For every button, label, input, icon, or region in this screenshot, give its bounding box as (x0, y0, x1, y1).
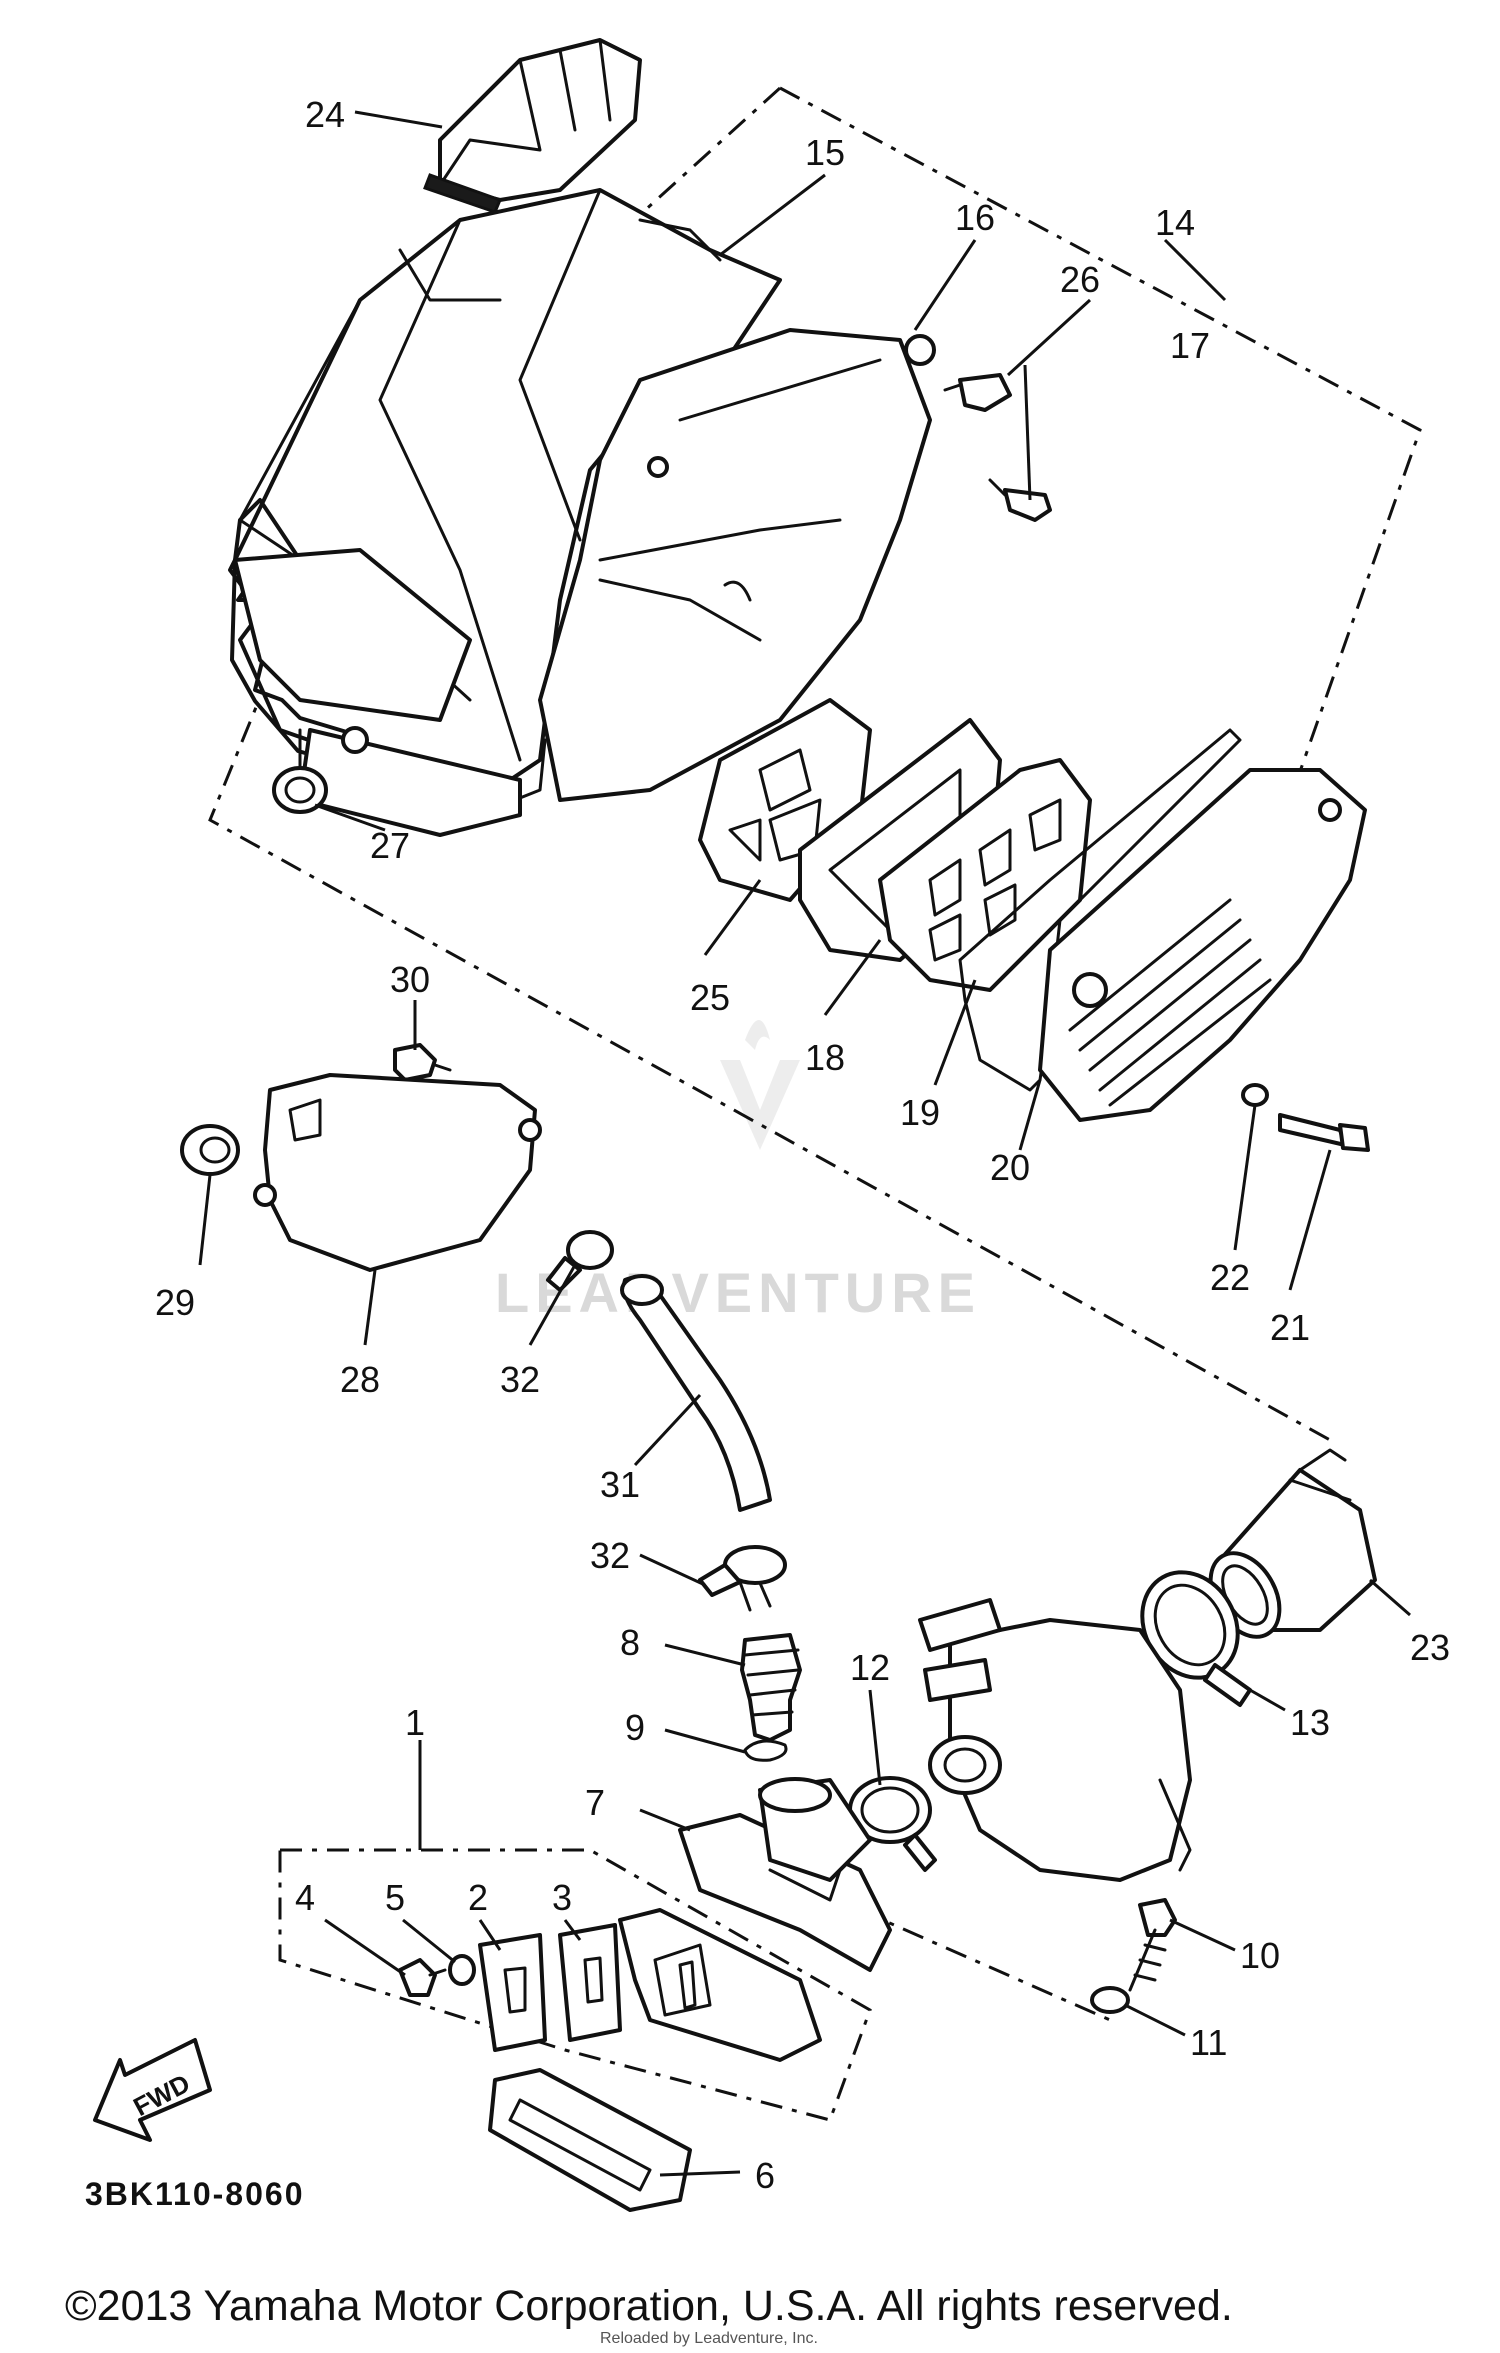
callout-31: 31 (600, 1464, 640, 1505)
part-9-clip (743, 1739, 788, 1762)
callout-23: 23 (1410, 1627, 1450, 1668)
watermark-logo (720, 1020, 800, 1150)
assembly-1-outline (278, 1848, 872, 2122)
part-30-bolt (393, 1043, 452, 1082)
part-2-reed-stopper (478, 1933, 547, 2052)
callout-32-lower: 32 (590, 1535, 630, 1576)
part-29-grommet (180, 1124, 240, 1176)
callout-30: 30 (390, 959, 430, 1000)
part-21-bolt (1278, 1113, 1370, 1152)
callout-9: 9 (625, 1707, 645, 1748)
part-10-screw (1128, 1898, 1177, 1992)
callout-5: 5 (385, 1877, 405, 1918)
callout-21: 21 (1270, 1307, 1310, 1348)
callout-19: 19 (900, 1092, 940, 1133)
part-11-washer (1090, 1986, 1130, 2014)
callout-2: 2 (468, 1877, 488, 1918)
callout-11: 11 (1190, 2022, 1227, 2063)
callout-15: 15 (805, 132, 845, 173)
part-7-manifold (678, 1777, 892, 1972)
carburetor (918, 1598, 1192, 1882)
callout-10: 10 (1240, 1935, 1280, 1976)
reseller-note: Reloaded by Leadventure, Inc. (600, 2330, 818, 2347)
callout-32-upper: 32 (500, 1359, 540, 1400)
callout-4: 4 (295, 1877, 315, 1918)
callout-16: 16 (955, 197, 995, 238)
part-27-grommet (272, 766, 328, 814)
callout-18: 18 (805, 1037, 845, 1078)
callout-13: 13 (1290, 1702, 1330, 1743)
callout-labels: 24 15 16 14 26 17 27 25 18 19 20 22 21 3… (155, 94, 1450, 2196)
part-3-reed-valve (558, 1923, 622, 2042)
part-14-outer-cover (1038, 768, 1367, 1122)
part-32-clamp-lower (698, 1545, 787, 1612)
callout-3: 3 (552, 1877, 572, 1918)
part-6-gasket (488, 2068, 692, 2212)
part-28-cover (253, 1073, 542, 1272)
callout-24: 24 (305, 94, 345, 135)
part-31-hose (620, 1274, 772, 1512)
callout-29: 29 (155, 1282, 195, 1323)
callout-20: 20 (990, 1147, 1030, 1188)
callout-25: 25 (690, 977, 730, 1018)
callout-8: 8 (620, 1622, 640, 1663)
callout-1: 1 (405, 1702, 425, 1743)
callout-28: 28 (340, 1359, 380, 1400)
leader-lines (198, 110, 1411, 2177)
callout-6: 6 (755, 2155, 775, 2196)
part-5-washer (448, 1954, 476, 1986)
callout-22: 22 (1210, 1257, 1250, 1298)
callout-12: 12 (850, 1647, 890, 1688)
callout-17: 17 (1170, 325, 1210, 366)
manifold-bolt-line (859, 1908, 1111, 2022)
copyright-notice: ©2013 Yamaha Motor Corporation, U.S.A. A… (65, 2282, 1233, 2330)
callout-26: 26 (1060, 259, 1100, 300)
part-12-clamp (848, 1776, 937, 1872)
callout-7: 7 (585, 1782, 605, 1823)
part-8-boot (740, 1633, 802, 1742)
fwd-arrow-icon (93, 2038, 212, 2142)
part-16-case-cover (538, 328, 936, 802)
diagram-code: 3BK110-8060 (85, 2176, 304, 2212)
reed-valve-block (618, 1908, 822, 2062)
part-22-washer (1241, 1083, 1269, 1107)
callout-14: 14 (1155, 202, 1195, 243)
callout-27: 27 (370, 825, 410, 866)
part-26-bolt (943, 373, 1012, 412)
part-4-screw (398, 1958, 447, 1997)
part-17-screw (988, 478, 1052, 522)
part-24-intake-duct (423, 38, 642, 214)
